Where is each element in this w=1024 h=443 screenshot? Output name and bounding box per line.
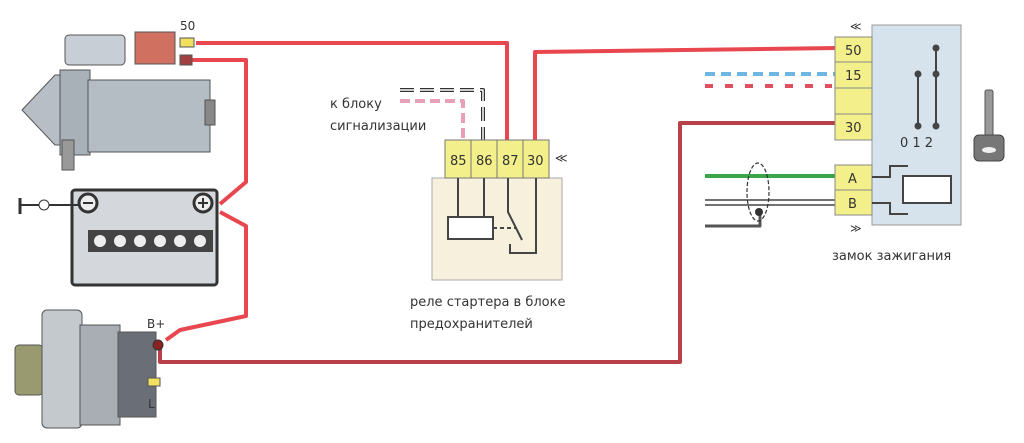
relay-pins: 85 86 87 30 xyxy=(444,139,550,179)
relay-pin-85: 85 xyxy=(450,154,467,169)
starter-relay: 85 86 87 30 ≪ к блоку сигнализации реле … xyxy=(330,97,568,332)
relay-pin-86: 86 xyxy=(476,154,493,169)
ignition-pin-50: 50 xyxy=(845,44,862,59)
wire-shield-ground xyxy=(705,212,762,228)
signal-label-1: к блоку xyxy=(330,97,382,112)
wire-battery-alternator xyxy=(164,210,248,342)
wire-starter-battery xyxy=(192,58,248,206)
connector-arrow-icon: ≪ xyxy=(850,20,862,33)
relay-pin-30: 30 xyxy=(527,154,544,169)
wire-bplus-ignition30 xyxy=(158,121,838,364)
connector-arrow-icon: ≪ xyxy=(555,151,568,165)
alternator-bplus-label: B+ xyxy=(147,317,165,331)
relay-caption-2: предохранителей xyxy=(410,317,533,332)
relay-pin-87: 87 xyxy=(502,154,519,169)
shield-loop xyxy=(746,162,770,222)
signal-label-2: сигнализации xyxy=(330,119,426,134)
ignition-switch: 50 15 30 A B ≪ ≫ 0 1 2 замок зажигания xyxy=(832,20,1005,264)
ignition-pin-a: A xyxy=(848,172,857,187)
alternator-l-label: L xyxy=(148,397,155,411)
starter-motor: 50 xyxy=(21,19,216,171)
ignition-pin-b: B xyxy=(848,197,857,212)
connector-arrow-icon: ≫ xyxy=(850,222,862,235)
wire-starter50-relay87 xyxy=(196,41,509,140)
battery xyxy=(18,188,219,287)
wire-signal-85 xyxy=(400,99,465,140)
ignition-pin-30: 30 xyxy=(845,121,862,136)
wire-signal-86-white xyxy=(400,89,484,140)
shield-node xyxy=(755,208,763,216)
ignition-positions: 0 1 2 xyxy=(900,136,933,151)
ignition-caption: замок зажигания xyxy=(832,249,951,264)
relay-caption-1: реле стартера в блоке xyxy=(410,295,565,310)
ignition-pin-15: 15 xyxy=(845,69,862,84)
wire-relay30-ignition50 xyxy=(533,46,839,140)
alternator: B+ L xyxy=(14,309,165,429)
wires xyxy=(158,41,839,364)
starter-terminal-50-label: 50 xyxy=(180,19,195,33)
key-icon xyxy=(973,89,1005,162)
